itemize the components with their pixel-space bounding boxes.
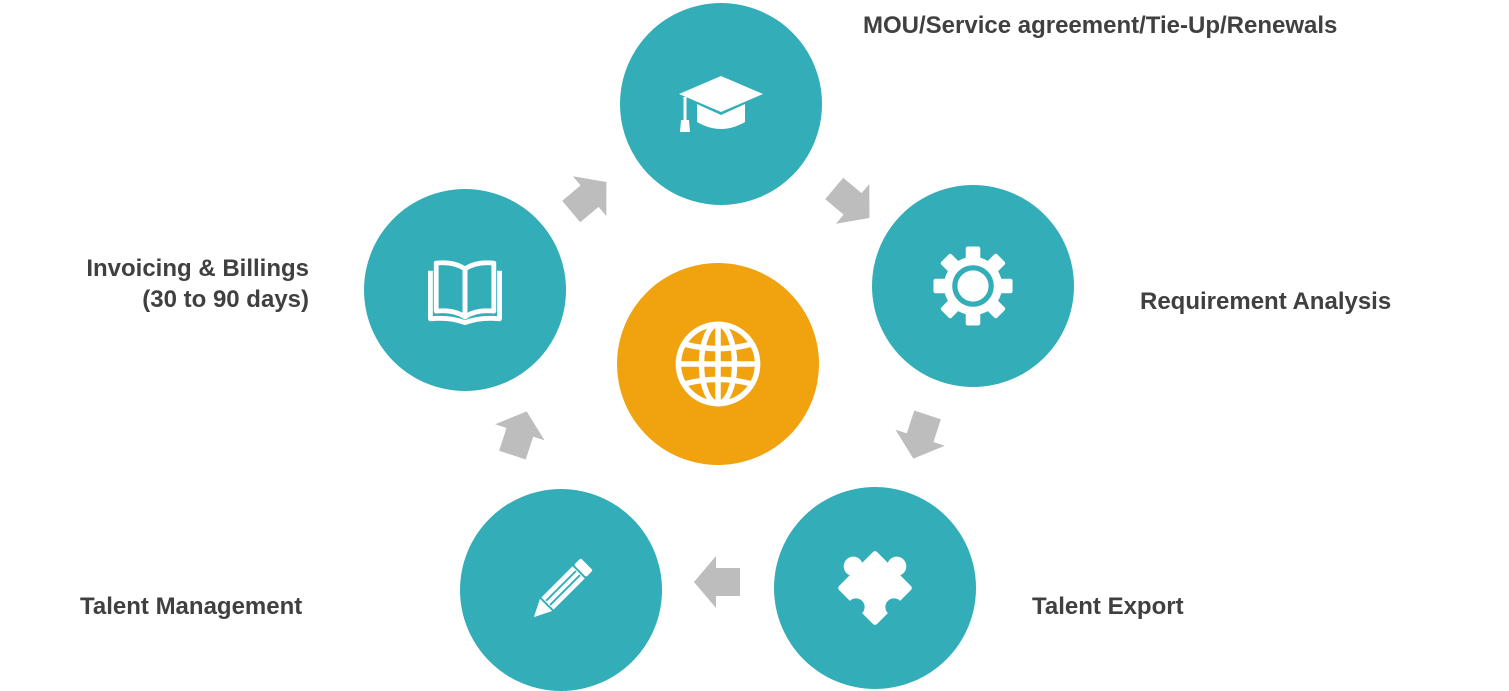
puzzle-piece-icon	[838, 551, 912, 625]
step-talent-management	[460, 489, 662, 691]
arrow-requirement-to-export	[895, 410, 945, 459]
step-mou	[620, 3, 822, 205]
label-mou: MOU/Service agreement/Tie-Up/Renewals	[863, 12, 1338, 39]
arrow-export-to-management	[694, 556, 740, 608]
gear-icon	[933, 246, 1013, 326]
label-invoicing-line2: (30 to 90 days)	[142, 286, 309, 314]
open-book-icon	[428, 260, 502, 326]
label-talent-management: Talent Management	[80, 593, 303, 620]
arrow-invoicing-to-mou	[562, 176, 607, 223]
step-invoicing-billings	[364, 189, 566, 391]
step-requirement-analysis	[872, 185, 1074, 387]
label-invoicing-billings: Invoicing & Billings (30 to 90 days)	[86, 253, 309, 315]
arrow-mou-to-requirement	[825, 177, 870, 224]
label-invoicing-line1: Invoicing & Billings	[86, 255, 309, 282]
center-node	[617, 263, 819, 465]
globe-icon	[675, 321, 761, 407]
graduation-cap-icon	[679, 76, 763, 132]
label-requirement-analysis: Requirement Analysis	[1140, 288, 1392, 315]
pencil-icon	[533, 558, 593, 618]
label-talent-export: Talent Export	[1032, 593, 1184, 620]
step-talent-export	[774, 487, 976, 689]
arrow-management-to-invoicing	[495, 411, 545, 460]
